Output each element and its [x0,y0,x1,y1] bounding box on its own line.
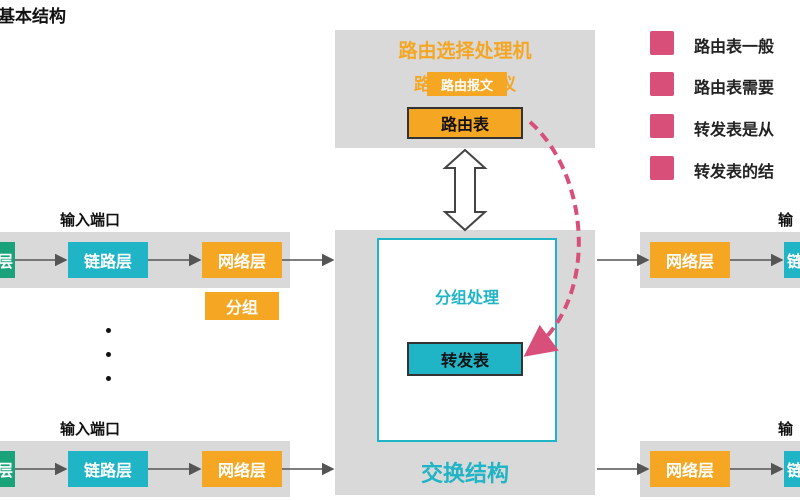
note-bullet [650,114,674,138]
ellipsis-dot [106,376,111,381]
output-port-title: 输 [778,420,794,438]
packet-tag: 分组 [205,292,279,320]
network-layer-box: 网络层 [202,242,282,278]
note-bullet [650,72,674,96]
routing-message-tag: 路由报文 [427,72,507,96]
link-layer-box: 链路层 [68,451,148,487]
forwarding-table-box: 转发表 [407,342,523,376]
note-text: 转发表是从 [694,120,775,139]
note-text: 路由表需要 [694,78,775,97]
output-port-title: 输 [778,211,794,229]
routing-table-box: 路由表 [407,107,523,139]
ellipsis-dot [106,352,111,357]
routing-processor-title: 路由选择处理机 [398,40,532,62]
page-title: 基本结构 [0,7,66,27]
ellipsis-dot [106,328,111,333]
note-text: 转发表的结 [694,162,775,181]
table-derivation-arrow [523,120,581,357]
packet-processing-label: 分组处理 [434,288,499,307]
link-layer-box: 链 [784,242,800,278]
note-bullet [650,31,674,55]
input-port-title: 输入端口 [60,211,121,229]
physical-layer-box: 层 [0,242,15,278]
network-layer-box: 网络层 [650,451,730,487]
bidirectional-arrow [442,148,488,232]
input-port-title: 输入端口 [60,420,121,438]
network-layer-box: 网络层 [202,451,282,487]
network-layer-box: 网络层 [650,242,730,278]
link-layer-box: 链路层 [68,242,148,278]
note-bullet [650,156,674,180]
physical-layer-box: 层 [0,451,15,487]
link-layer-box: 链 [784,451,800,487]
note-text: 路由表一般 [694,37,775,56]
switch-fabric-title: 交换结构 [420,462,509,487]
